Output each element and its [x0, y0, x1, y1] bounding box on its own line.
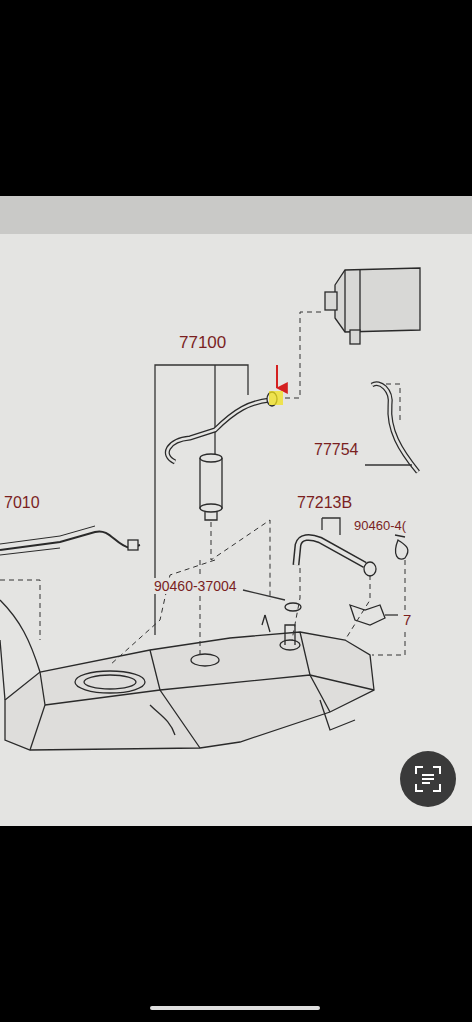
scan-icon — [416, 767, 440, 791]
part-number: 7 — [401, 611, 413, 628]
nav-bar — [150, 1006, 320, 1010]
part-number: 77100 — [177, 333, 228, 352]
screen-top-band — [0, 196, 472, 234]
part-number: 77213B — [295, 494, 354, 512]
line-art — [0, 268, 420, 750]
red-arrow — [276, 365, 278, 388]
yellow-highlight — [269, 391, 283, 405]
part-number: 77754 — [312, 441, 361, 459]
part-number: 7010 — [2, 494, 42, 512]
diagram-ground — [0, 196, 472, 826]
part-number: 90460-4( — [352, 518, 408, 533]
dashed-guides — [0, 312, 405, 665]
scan-button — [400, 751, 456, 807]
part-number: 90460-37004 — [152, 578, 239, 594]
